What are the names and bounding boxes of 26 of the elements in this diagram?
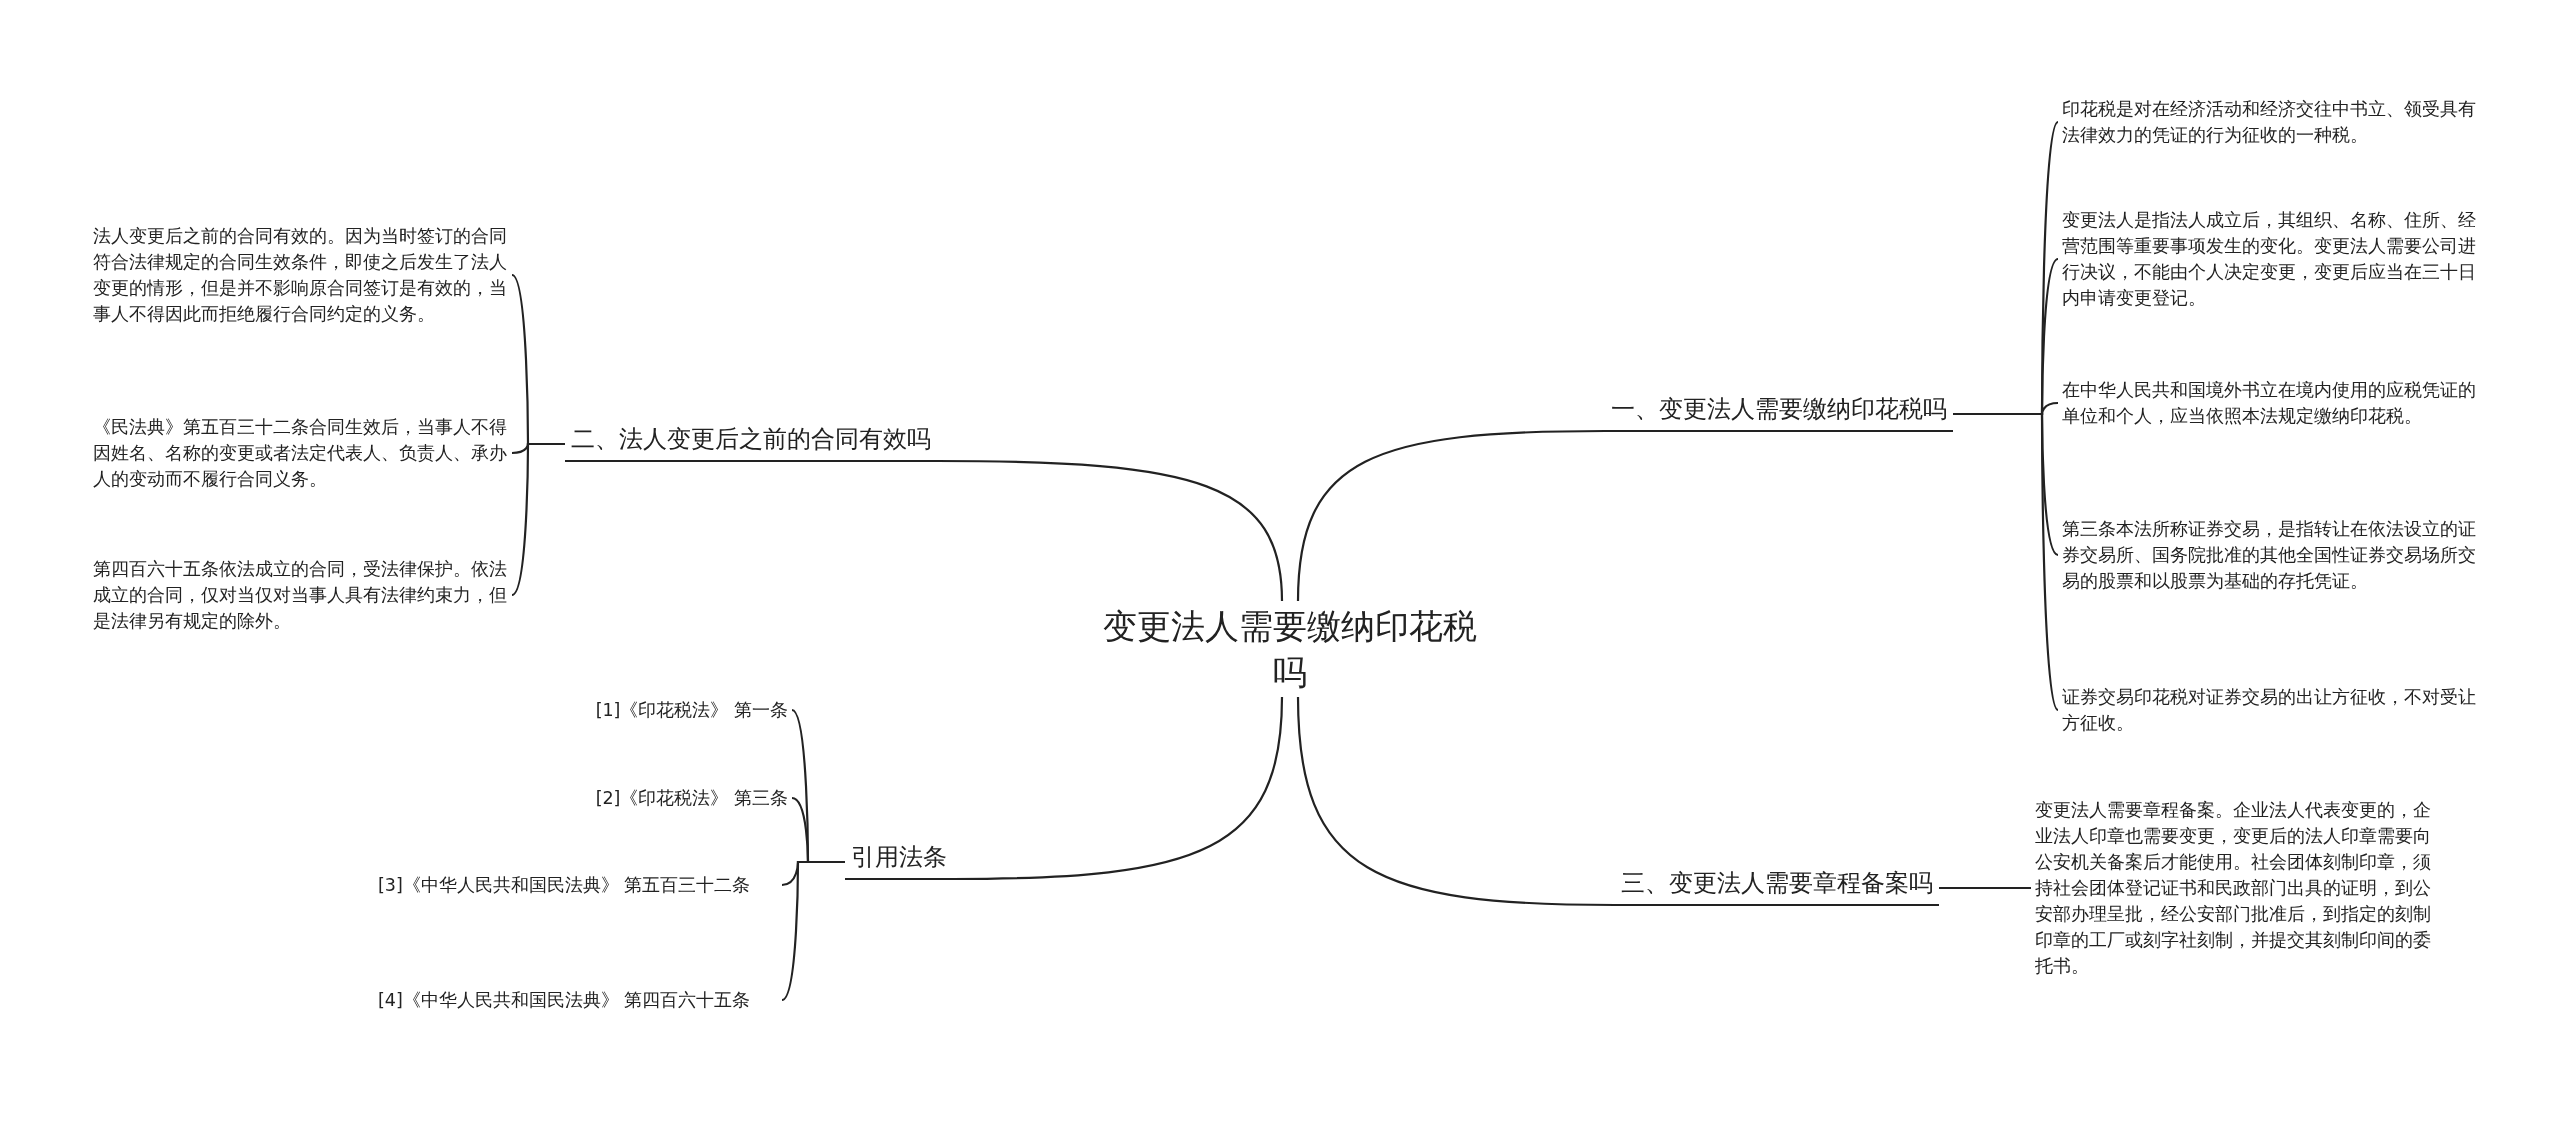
note-text: 变更法人需要章程备案。企业法人代表变更的，企业法人印章也需要变更，变更后的法人印章需要向公安机关备案后才能使用。社会团体刻制印章，须持社会团体登记证书和民政部门出具的证明，到公安部办理呈批，经公安部门批准后，到指定的刻制印章的工厂或刻字社刻制，并提交其刻制印间的委托书。	[2035, 797, 2447, 979]
connector-line	[1296, 696, 1615, 907]
brace-line	[781, 860, 845, 1001]
note-text: 印花税是对在经济活动和经济交往中书立、领受具有法律效力的凭证的行为征收的一种税。	[2062, 96, 2482, 148]
note-text: 变更法人是指法人成立后，其组织、名称、住所、经营范围等重要事项发生的变化。变更法人需要公司进行决议，不能由个人决定变更，变更后应当在三十日内申请变更登记。	[2062, 207, 2482, 311]
note-text: 证券交易印花税对证券交易的出让方征收，不对受让方征收。	[2062, 684, 2482, 736]
brace-line	[511, 442, 565, 596]
branch-topic: 一、变更法人需要缴纳印花税吗	[1605, 392, 1953, 432]
branch-topic: 引用法条	[845, 840, 953, 880]
connector-line	[1296, 429, 1605, 602]
note-text: 第三条本法所称证券交易，是指转让在依法设立的证券交易所、国务院批准的其他全国性证券交易场所交易的股票和以股票为基础的存托凭证。	[2062, 516, 2482, 594]
brace-line	[1953, 412, 2059, 711]
central-topic: 变更法人需要缴纳印花税吗	[1090, 603, 1490, 695]
connector-line	[937, 459, 1284, 602]
connector-line	[953, 696, 1284, 881]
branch-topic: 三、变更法人需要章程备案吗	[1615, 866, 1939, 906]
reference-text: [1]《印花税法》 第一条	[500, 697, 788, 723]
reference-text: [2]《印花税法》 第三条	[500, 785, 788, 811]
brace-line	[1939, 886, 2031, 890]
reference-text: [4]《中华人民共和国民法典》 第四百六十五条	[378, 987, 778, 1013]
reference-text: [3]《中华人民共和国民法典》 第五百三十二条	[378, 872, 778, 898]
note-text: 在中华人民共和国境外书立在境内使用的应税凭证的单位和个人，应当依照本法规定缴纳印花税。	[2062, 377, 2482, 429]
note-text: 第四百六十五条依法成立的合同，受法律保护。依法成立的合同，仅对当仅对当事人具有法律约束力，但是法律另有规定的除外。	[93, 556, 508, 634]
note-text: 法人变更后之前的合同有效的。因为当时签订的合同符合法律规定的合同生效条件，即使之后发生了法人变更的情形，但是并不影响原合同签订是有效的，当事人不得因此而拒绝履行合同约定的义务。	[93, 223, 508, 327]
branch-topic: 二、法人变更后之前的合同有效吗	[565, 422, 937, 462]
note-text: 《民法典》第五百三十二条合同生效后，当事人不得因姓名、名称的变更或者法定代表人、负责人、承办人的变动而不履行合同义务。	[93, 414, 508, 492]
